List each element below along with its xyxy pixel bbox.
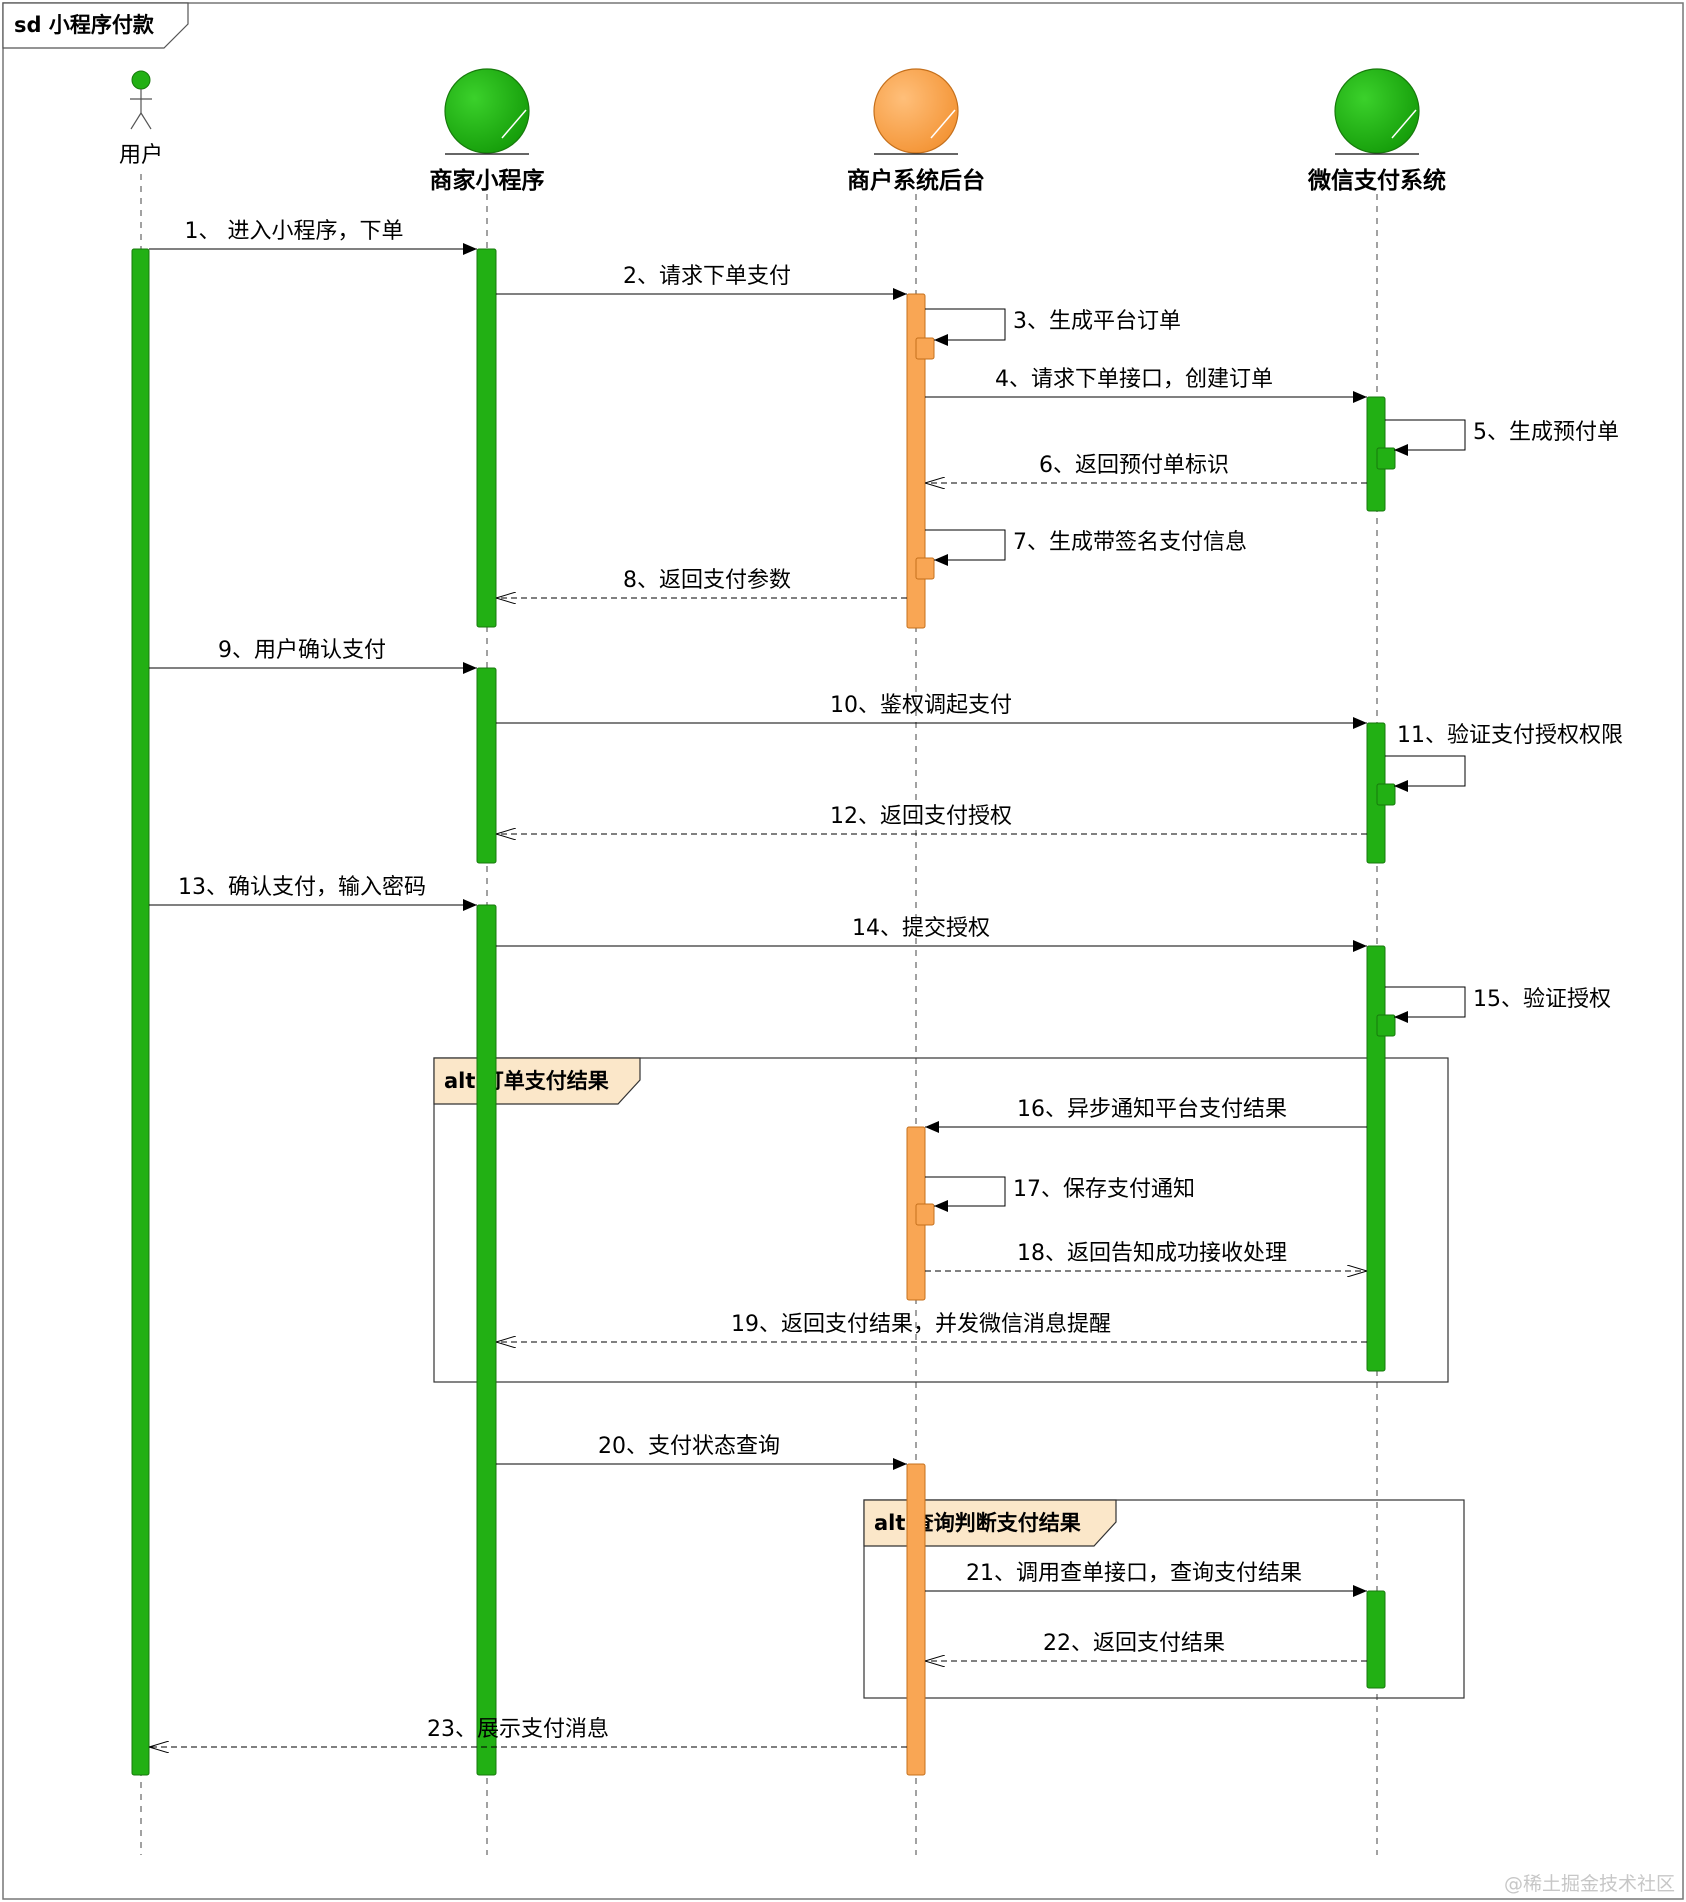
message-label: 4、请求下单接口，创建订单	[995, 367, 1273, 392]
message-label: 22、返回支付结果	[1043, 1631, 1225, 1656]
message-label: 6、返回预付单标识	[1039, 453, 1229, 478]
activation-wechat-self-15	[1376, 1014, 1396, 1037]
message-9: 9、用户确认支付	[149, 638, 477, 674]
message-18: 18、返回告知成功接收处理	[925, 1241, 1367, 1271]
lifelines	[140, 174, 1378, 1855]
message-label: 11、验证支付授权权限	[1397, 723, 1623, 748]
message-label: 21、调用查单接口，查询支付结果	[966, 1561, 1302, 1586]
message-label: 10、鉴权调起支付	[830, 693, 1012, 718]
message-label: 23、展示支付消息	[427, 1717, 609, 1742]
message-label: 3、生成平台订单	[1013, 309, 1181, 334]
message-17: 17、保存支付通知	[925, 1176, 1195, 1212]
activation-backend-3	[906, 1463, 926, 1776]
participant-label-backend: 商户系统后台	[847, 167, 985, 194]
actor-icon	[130, 70, 152, 130]
message-arrow	[1385, 986, 1466, 1023]
message-12: 12、返回支付授权	[496, 804, 1367, 834]
message-arrow	[925, 529, 1006, 566]
entity-icon	[1334, 68, 1420, 155]
activation-user	[131, 248, 150, 1776]
message-21: 21、调用查单接口，查询支付结果	[925, 1561, 1367, 1597]
message-4: 4、请求下单接口，创建订单	[925, 367, 1367, 403]
message-14: 14、提交授权	[496, 916, 1367, 952]
activation-wechat-3	[1366, 945, 1386, 1372]
diagram-title: sd 小程序付款	[14, 13, 155, 37]
participant-mini: 商家小程序	[430, 68, 545, 194]
activation-mini-1	[476, 248, 497, 628]
message-11: 11、验证支付授权权限	[1385, 723, 1623, 792]
participant-user: 用户	[119, 70, 163, 168]
activations	[131, 248, 1396, 1776]
message-label: 7、生成带签名支付信息	[1013, 530, 1247, 555]
message-label: 17、保存支付通知	[1013, 1177, 1195, 1202]
activation-backend-self-17	[915, 1203, 935, 1226]
message-19: 19、返回支付结果，并发微信消息提醒	[496, 1312, 1367, 1342]
participant-label-wechat: 微信支付系统	[1307, 167, 1446, 194]
fragment-label: alt 订单支付结果	[444, 1069, 609, 1093]
participant-label-mini: 商家小程序	[430, 167, 545, 194]
message-label: 20、支付状态查询	[598, 1434, 780, 1459]
message-23: 23、展示支付消息	[149, 1717, 907, 1747]
activation-mini-2	[476, 667, 497, 864]
message-label: 2、请求下单支付	[623, 264, 791, 289]
message-3: 3、生成平台订单	[925, 308, 1181, 346]
message-arrow	[925, 308, 1006, 346]
message-label: 5、生成预付单	[1473, 420, 1619, 445]
message-2: 2、请求下单支付	[496, 264, 907, 300]
messages: 1、 进入小程序，下单 2、请求下单支付 3、生成平台订单 4、请求下单接口，创建订单…	[149, 219, 1623, 1747]
participant-wechat: 微信支付系统	[1307, 68, 1446, 194]
message-6: 6、返回预付单标识	[925, 453, 1367, 483]
message-13: 13、确认支付，输入密码	[149, 875, 477, 911]
fragment-label: alt 查询判断支付结果	[874, 1511, 1081, 1535]
message-label: 19、返回支付结果，并发微信消息提醒	[731, 1312, 1111, 1337]
message-label: 9、用户确认支付	[218, 638, 386, 663]
activation-wechat-self-5	[1376, 447, 1396, 470]
entity-icon	[873, 68, 959, 155]
message-16: 16、异步通知平台支付结果	[925, 1097, 1367, 1133]
activation-mini-3	[476, 904, 497, 1776]
message-arrow	[925, 1176, 1006, 1212]
activation-backend-1	[906, 293, 926, 629]
message-1: 1、 进入小程序，下单	[149, 219, 477, 255]
message-label: 12、返回支付授权	[830, 804, 1012, 829]
message-label: 8、返回支付参数	[623, 568, 791, 593]
message-arrow	[1385, 419, 1466, 456]
message-label: 18、返回告知成功接收处理	[1017, 1241, 1287, 1266]
diagram-title-frame: sd 小程序付款	[2, 2, 189, 49]
entity-icon	[444, 68, 530, 155]
message-arrow	[1385, 755, 1466, 792]
activation-backend-self-3	[915, 337, 935, 360]
message-label: 16、异步通知平台支付结果	[1017, 1097, 1287, 1122]
watermark: @稀土掘金技术社区	[1504, 1873, 1675, 1895]
message-7: 7、生成带签名支付信息	[925, 529, 1247, 566]
message-label: 13、确认支付，输入密码	[178, 875, 426, 900]
message-15: 15、验证授权	[1385, 986, 1611, 1023]
activation-backend-self-7	[915, 557, 935, 580]
message-label: 14、提交授权	[852, 916, 990, 941]
activation-wechat-4	[1366, 1590, 1386, 1689]
participant-backend: 商户系统后台	[847, 68, 985, 194]
message-label: 1、 进入小程序，下单	[185, 219, 404, 244]
activation-wechat-self-11	[1376, 783, 1396, 806]
participant-label-user: 用户	[119, 143, 163, 168]
message-5: 5、生成预付单	[1385, 419, 1619, 456]
message-label: 15、验证授权	[1473, 987, 1611, 1012]
message-22: 22、返回支付结果	[925, 1631, 1367, 1661]
message-10: 10、鉴权调起支付	[496, 693, 1367, 729]
message-20: 20、支付状态查询	[496, 1434, 907, 1470]
message-8: 8、返回支付参数	[496, 568, 907, 598]
